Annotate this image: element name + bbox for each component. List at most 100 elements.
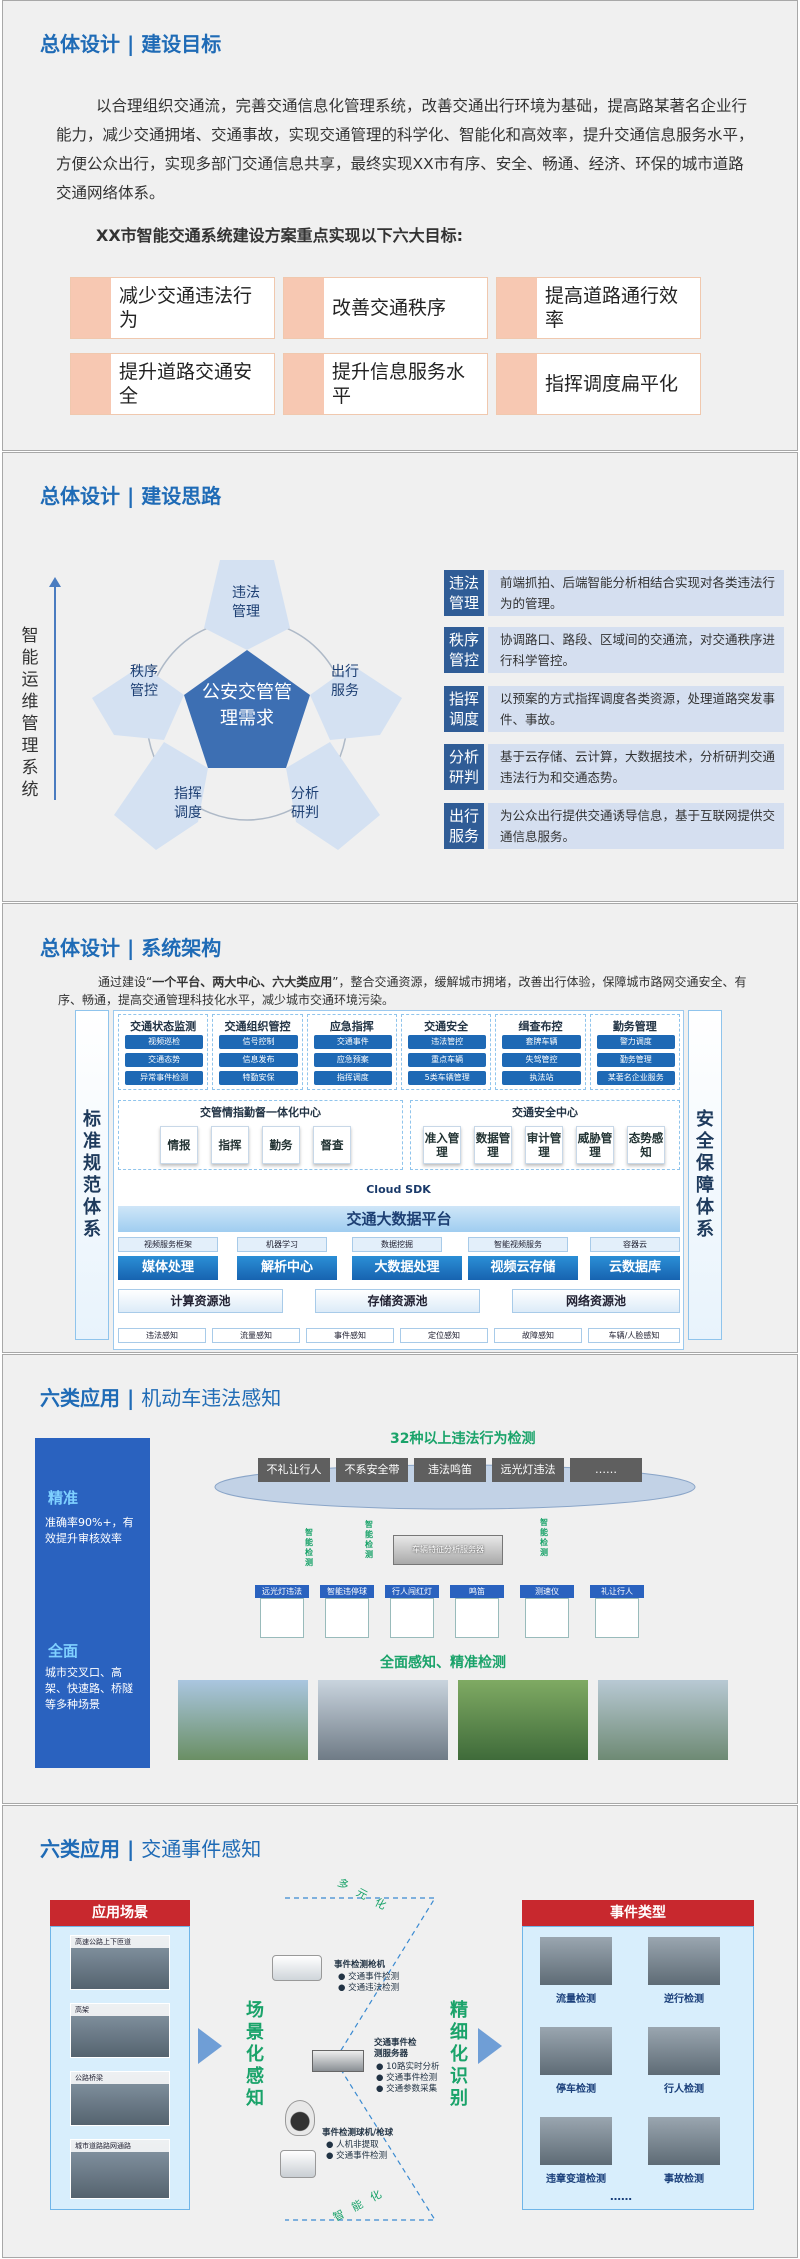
center-cell: 准入管理 xyxy=(423,1126,461,1164)
center-cell: 态势感知 xyxy=(627,1126,665,1164)
center-cell: 勤务 xyxy=(262,1126,300,1164)
event-photo xyxy=(540,2117,612,2165)
more-events: …… xyxy=(610,2190,632,2203)
event-photo xyxy=(648,2117,720,2165)
cloud-sdk-label: Cloud SDK xyxy=(113,1183,684,1196)
goal-card: 提升道路交通安全 xyxy=(70,353,275,415)
approach-row: 秩序管控协调路口、路段、区域间的交通流，对交通秩序进行科学管控。 xyxy=(444,627,784,673)
module-item: 信号控制 xyxy=(219,1035,297,1049)
title-main: 六类应用 xyxy=(40,1837,120,1861)
goal-text: 指挥调度扁平化 xyxy=(545,354,695,414)
petal-label: 指挥调度 xyxy=(168,785,208,823)
scene-photo: 城市道路路网通路 xyxy=(70,2139,170,2199)
goal-card: 提高道路通行效率 xyxy=(496,277,701,339)
app-module: 交通状态监测视频巡检交通态势异常事件检测 xyxy=(118,1014,208,1090)
goal-text: 改善交通秩序 xyxy=(332,278,482,338)
approach-row: 指挥调度以预案的方式指挥调度各类资源，处理道路突发事件、事故。 xyxy=(444,686,784,732)
title-separator: | xyxy=(127,1386,134,1410)
module-heading: 交通组织管控 xyxy=(213,1018,301,1034)
violation-device: 鸣笛 xyxy=(455,1598,499,1638)
goal-text: 提升信息服务水平 xyxy=(332,354,482,414)
resource-pool: 计算资源池 xyxy=(118,1289,283,1313)
module-heading: 交通安全 xyxy=(402,1018,490,1034)
device-item-text: 交通事件检测 xyxy=(386,2073,437,2083)
event-label: 事故检测 xyxy=(644,2170,724,2185)
violation-count-text: 32种以上违法行为检测 xyxy=(390,1428,535,1448)
center-heading: 交通安全中心 xyxy=(411,1104,679,1120)
slide3-title: 总体设计 | 系统架构 xyxy=(40,932,221,961)
approach-row: 出行服务为公众出行提供交通诱导信息，基于互联网提供交通信息服务。 xyxy=(444,803,784,849)
sensor-layer: 定位感知 xyxy=(400,1328,488,1343)
platform-service-label: 智能视频服务 xyxy=(468,1237,568,1252)
violation-device: 礼让行人 xyxy=(595,1598,639,1638)
approach-row: 分析研判基于云存储、云计算，大数据技术，分析研判交通违法行为和交通态势。 xyxy=(444,744,784,790)
event-label: 逆行检测 xyxy=(644,1990,724,2005)
module-heading: 缉查布控 xyxy=(496,1018,584,1034)
scene-caption: 高速公路上下匝道 xyxy=(71,1936,169,1948)
left-standards-column: 标准规范体系 xyxy=(75,1010,109,1340)
title-separator: | xyxy=(127,936,134,960)
architecture-paragraph: 通过建设“一个平台、两大中心、六大类应用”，整合交通资源，缓解城市拥堵，改善出行… xyxy=(58,973,748,1009)
scene-photo: 高速公路上下匝道 xyxy=(70,1935,170,1990)
goal-text: 提升道路交通安全 xyxy=(119,354,269,414)
title-sub: 建设目标 xyxy=(141,32,221,56)
app-module: 交通安全违法管控重点车辆5类车辆管理 xyxy=(401,1014,491,1090)
comprehensive-text: 城市交叉口、高架、快速路、桥隧等多种场景 xyxy=(45,1665,143,1713)
sensor-layer: 车辆/人脸感知 xyxy=(588,1328,680,1343)
scene-caption: 城市道路路网通路 xyxy=(71,2140,169,2152)
right-col-label: 安全保障体系 xyxy=(695,1109,715,1241)
event-photo xyxy=(540,2027,612,2075)
device-item: ● 交通违法检测 xyxy=(338,1983,399,1994)
device-item-text: 交通事件检测 xyxy=(348,1972,399,1982)
module-item: 重点车辆 xyxy=(408,1053,486,1067)
event-photo xyxy=(648,1937,720,1985)
approach-desc: 前端抓拍、后端智能分析相结合实现对各类违法行为的管理。 xyxy=(488,570,784,616)
scene-photo: 公路桥梁 xyxy=(70,2071,170,2126)
center-cell: 数据管理 xyxy=(474,1126,512,1164)
device-title: 事件检测球机/枪球 xyxy=(322,2128,393,2139)
para-bold: 一个平台、两大中心、六大类应用 xyxy=(152,975,332,989)
device-label: 鸣笛 xyxy=(450,1585,504,1598)
scenario-sensing-label: 场景化感知 xyxy=(244,2000,266,2110)
petal-label: 分析研判 xyxy=(285,785,325,823)
slide1-title: 总体设计 | 建设目标 xyxy=(40,28,221,57)
platform-layer: 云数据库 xyxy=(590,1256,680,1280)
title-sub: 系统架构 xyxy=(141,936,221,960)
module-item: 异常事件检测 xyxy=(125,1071,203,1085)
scene-photo: 高架 xyxy=(70,2003,170,2058)
platform-layer: 媒体处理 xyxy=(118,1256,218,1280)
module-item: 5类车辆管理 xyxy=(408,1071,486,1085)
bullet-camera-icon xyxy=(272,1955,322,1981)
module-heading: 勤务管理 xyxy=(591,1018,679,1034)
device-item-text: 人机非提取 xyxy=(336,2140,379,2150)
device-item-text: 交通违法检测 xyxy=(348,1983,399,1993)
event-label: 流量检测 xyxy=(536,1990,616,2005)
violation-device: 智能违停球 xyxy=(325,1598,369,1638)
module-item: 特勤安保 xyxy=(219,1071,297,1085)
sensor-layer: 违法感知 xyxy=(118,1328,206,1343)
violation-device: 测速仪 xyxy=(525,1598,569,1638)
slide4-title: 六类应用 | 机动车违法感知 xyxy=(40,1382,281,1411)
platform-service-label: 机器学习 xyxy=(237,1237,327,1252)
violation-tag: 远光灯违法 xyxy=(492,1458,564,1482)
device-label: 远光灯违法 xyxy=(255,1585,309,1598)
device-item-text: 交通参数采集 xyxy=(386,2084,437,2094)
goal-card: 减少交通违法行为 xyxy=(70,277,275,339)
up-arrow-icon xyxy=(54,585,56,800)
approach-desc: 基于云存储、云计算，大数据技术，分析研判交通违法行为和交通态势。 xyxy=(488,744,784,790)
slide5-title: 六类应用 | 交通事件感知 xyxy=(40,1833,261,1862)
violation-device: 远光灯违法 xyxy=(260,1598,304,1638)
device-item: ● 交通事件检测 xyxy=(338,1972,399,1983)
device-item: ● 10路实时分析 xyxy=(376,2062,439,2073)
approach-key: 违法管理 xyxy=(444,570,484,616)
app-module: 缉查布控套牌车辆失驾管控执法站 xyxy=(495,1014,585,1090)
violation-tag: 违法鸣笛 xyxy=(414,1458,486,1482)
platform-layer: 视频云存储 xyxy=(468,1256,578,1280)
module-item: 勤务管理 xyxy=(597,1053,675,1067)
approach-key: 指挥调度 xyxy=(444,686,484,732)
para-pre: 通过建设“ xyxy=(98,975,152,989)
device-item: ● 交通参数采集 xyxy=(376,2084,437,2095)
module-item: 执法站 xyxy=(502,1071,580,1085)
chevron-arcs xyxy=(275,1890,455,2230)
module-heading: 交通状态监测 xyxy=(119,1018,207,1034)
